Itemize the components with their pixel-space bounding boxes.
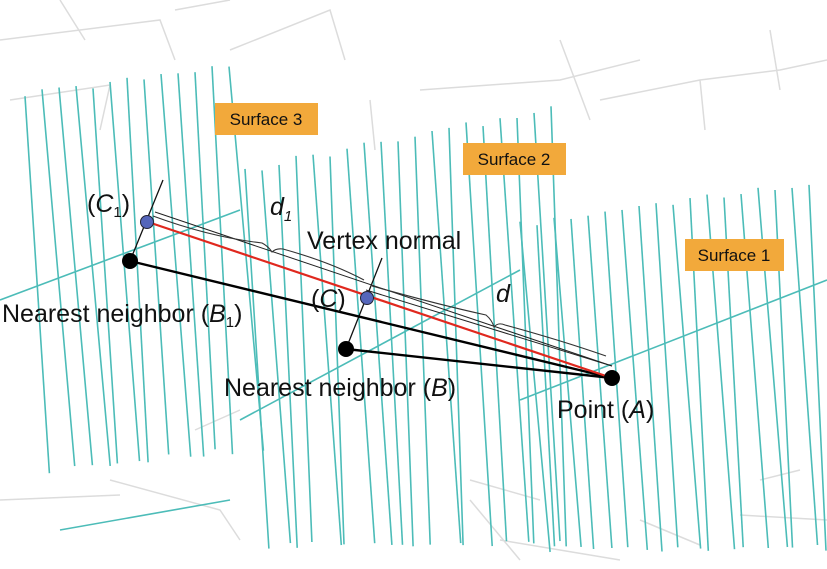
distance-d-label: d: [496, 280, 511, 308]
neighbor-b-label: Nearest neighbor (B): [224, 374, 456, 402]
mesh-cross-line: [239, 269, 521, 421]
mesh-line: [791, 187, 819, 546]
mesh-line: [295, 155, 313, 543]
mesh-line: [533, 112, 561, 542]
surface-3-tag: Surface 3: [215, 103, 318, 135]
mesh-line: [448, 127, 464, 546]
neighbor-b1-label: Nearest neighbor (B1): [2, 300, 242, 331]
neighbor-b-marker: [338, 341, 354, 357]
mesh-line: [536, 225, 556, 547]
projected-point-c: [360, 291, 374, 305]
projected-point-c1: [140, 215, 154, 229]
point-a-label: Point (A): [557, 396, 654, 424]
d1-brace: [152, 215, 365, 281]
surface-3-bg: [215, 103, 318, 135]
mesh-line: [363, 142, 393, 545]
red-distance-line: [147, 220, 613, 380]
surface-1-tag: Surface 1: [685, 239, 784, 271]
neighbor-b1-marker: [122, 253, 138, 269]
line-a-to-b: [345, 347, 613, 380]
mesh-line: [499, 118, 530, 542]
mesh-line: [312, 154, 343, 546]
mesh-line: [380, 141, 404, 545]
mesh-line: [244, 168, 270, 549]
mesh-line: [160, 74, 192, 457]
mesh-line: [24, 96, 51, 474]
mesh-line: [587, 215, 613, 549]
vertex-normal-label: Vertex normal: [307, 227, 461, 255]
mesh-line: [519, 221, 551, 553]
d-brace: [371, 285, 607, 357]
mesh-line: [75, 86, 111, 466]
mesh-line: [109, 81, 141, 462]
mesh-line: [482, 126, 508, 542]
mesh-line: [346, 148, 376, 544]
surface-1-label: Surface 1: [698, 246, 771, 265]
surface-2-tag: Surface 2: [463, 143, 566, 175]
surface-2-bg: [463, 143, 566, 175]
mesh-cross-line: [59, 499, 231, 531]
mesh-cross-line: [0, 209, 241, 301]
mesh-line: [638, 205, 663, 552]
mesh-line: [414, 136, 431, 545]
surface-3-label: Surface 3: [230, 110, 303, 129]
distance-d1-label: d1: [270, 193, 292, 225]
mesh-line: [177, 73, 205, 457]
surface-1-bg: [685, 239, 784, 271]
point-c1-label: (C1): [87, 190, 130, 221]
mesh-line: [397, 141, 414, 547]
mesh-line: [621, 209, 649, 550]
mesh-line: [126, 77, 149, 463]
mesh-line: [808, 184, 827, 551]
mesh-cross-line: [519, 279, 827, 401]
mesh-line: [655, 203, 679, 548]
mesh-line: [570, 218, 595, 550]
mesh-line: [58, 87, 94, 466]
mesh-line: [278, 164, 298, 548]
mesh-line: [329, 156, 345, 545]
point-c-label: (C): [311, 285, 346, 313]
line-a-to-b1: [129, 259, 613, 380]
mesh-line: [261, 170, 292, 544]
mesh-line: [92, 88, 119, 464]
surface-2-label: Surface 2: [478, 150, 551, 169]
mesh-line: [194, 72, 216, 450]
mesh-line: [672, 204, 702, 549]
mesh-line: [550, 106, 567, 547]
point-a-marker: [604, 370, 620, 386]
mesh-line: [553, 217, 582, 547]
